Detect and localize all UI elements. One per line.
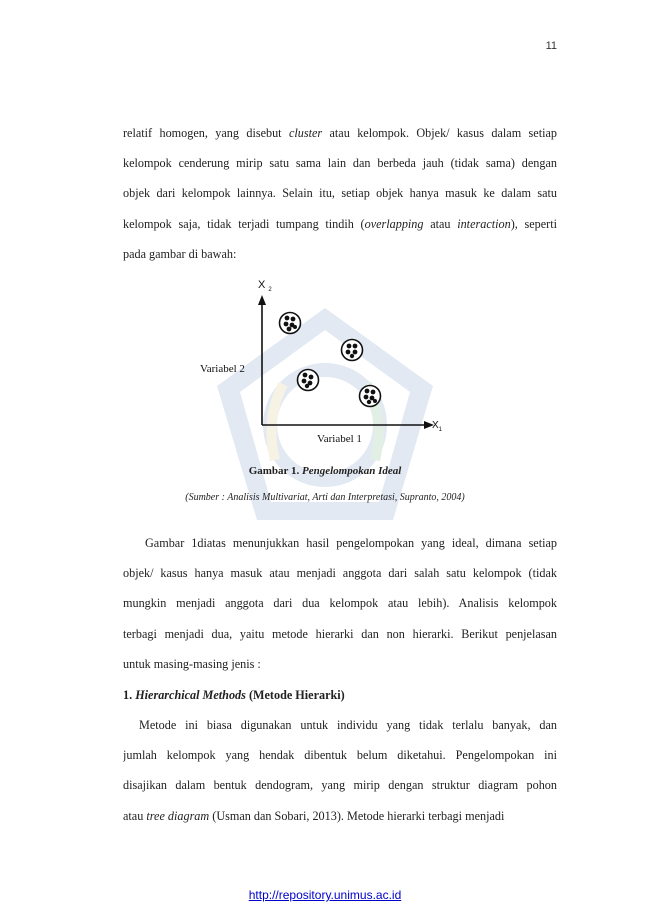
cluster-3 [296, 368, 320, 392]
text-segment: disajikan dalam bentuk dendogram, yang m… [123, 778, 557, 793]
text-segment: atau [423, 216, 458, 231]
text-line: atau tree diagram (Usman dan Sobari, 201… [123, 801, 557, 831]
y-axis-arrow [258, 295, 266, 305]
text-segment: (Usman dan Sobari, 2013). Metode hierark… [209, 808, 505, 823]
text-line: kelompok saja, tidak terjadi tumpang tin… [123, 209, 557, 239]
text-segment: kelompok cenderung mirip satu sama lain … [123, 156, 557, 171]
text-segment: kelompok saja, tidak terjadi tumpang tin… [123, 216, 365, 231]
italic-term: cluster [288, 126, 323, 140]
caption-prefix: Gambar 1. [248, 465, 302, 477]
text-segment: Gambar 1diatas menunjukkan hasil pengelo… [145, 536, 557, 550]
heading-number: 1. [123, 688, 136, 702]
text-line: untuk masing-masing jenis : [123, 649, 557, 679]
heading-rest: (Metode Hierarki) [245, 688, 345, 702]
text-segment: objek/ kasus hanya masuk atau menjadi an… [123, 566, 557, 581]
text-line: kelompok cenderung mirip satu sama lain … [123, 148, 557, 178]
text-segment: Metode ini biasa digunakan untuk individ… [139, 718, 557, 732]
paragraph-intro: relatif homogen, yang disebut cluster at… [123, 118, 557, 269]
text-line: terbagi menjadi dua, yaitu metode hierar… [123, 619, 557, 649]
text-line: objek/ kasus hanya masuk atau menjadi an… [123, 558, 557, 588]
x-axis-label: X1 [432, 420, 443, 433]
cluster-4 [358, 384, 382, 408]
text-segment: mungkin menjadi anggota dari dua kelompo… [123, 596, 557, 611]
text-segment: relatif homogen, yang disebut [123, 126, 289, 140]
paragraph-hierarchical: Metode ini biasa digunakan untuk individ… [123, 710, 557, 831]
text-line: mungkin menjadi anggota dari dua kelompo… [123, 588, 557, 618]
section-heading: 1. Hierarchical Methods (Metode Hierarki… [123, 680, 345, 710]
x-variable-label: Variabel 1 [317, 433, 362, 445]
text-line: objek dari kelompok lainnya. Selain itu,… [123, 178, 557, 208]
text-segment: jumlah kelompok yang hendak dibentuk bel… [123, 748, 557, 763]
text-segment: atau [123, 808, 147, 823]
text-segment: untuk masing-masing jenis : [123, 656, 261, 671]
text-line: Metode ini biasa digunakan untuk individ… [123, 710, 557, 740]
paragraph-explanation: Gambar 1diatas menunjukkan hasil pengelo… [123, 528, 557, 679]
text-line: relatif homogen, yang disebut cluster at… [123, 118, 557, 148]
cluster-1 [278, 311, 302, 335]
text-line: disajikan dalam bentuk dendogram, yang m… [123, 770, 557, 800]
repository-link[interactable]: http://repository.unimus.ac.id [248, 888, 402, 902]
figure-source: (Sumber : Analisis Multivariat, Arti dan… [185, 492, 465, 503]
page-number: 11 [545, 40, 557, 52]
text-line: Gambar 1diatas menunjukkan hasil pengelo… [123, 528, 557, 558]
text-segment: pada gambar di bawah: [123, 246, 237, 261]
italic-term: overlapping [364, 216, 424, 231]
text-line: jumlah kelompok yang hendak dibentuk bel… [123, 740, 557, 770]
text-segment: atau kelompok. Objek/ kasus dalam setiap [322, 126, 558, 140]
text-segment: terbagi menjadi dua, yaitu metode hierar… [123, 626, 557, 641]
text-segment: ), seperti [510, 216, 557, 231]
text-segment: objek dari kelompok lainnya. Selain itu,… [123, 186, 557, 201]
y-variable-label: Variabel 2 [200, 363, 245, 375]
italic-term: interaction [457, 216, 511, 231]
figure-caption: Gambar 1. Pengelompokan Ideal [0, 465, 650, 477]
cluster-2 [340, 338, 364, 362]
italic-term: tree diagram [146, 808, 210, 823]
caption-title: Pengelompokan Ideal [301, 465, 402, 477]
text-line: pada gambar di bawah: [123, 239, 557, 269]
heading-italic: Hierarchical Methods [135, 688, 246, 702]
x-axis-arrow [424, 421, 434, 429]
